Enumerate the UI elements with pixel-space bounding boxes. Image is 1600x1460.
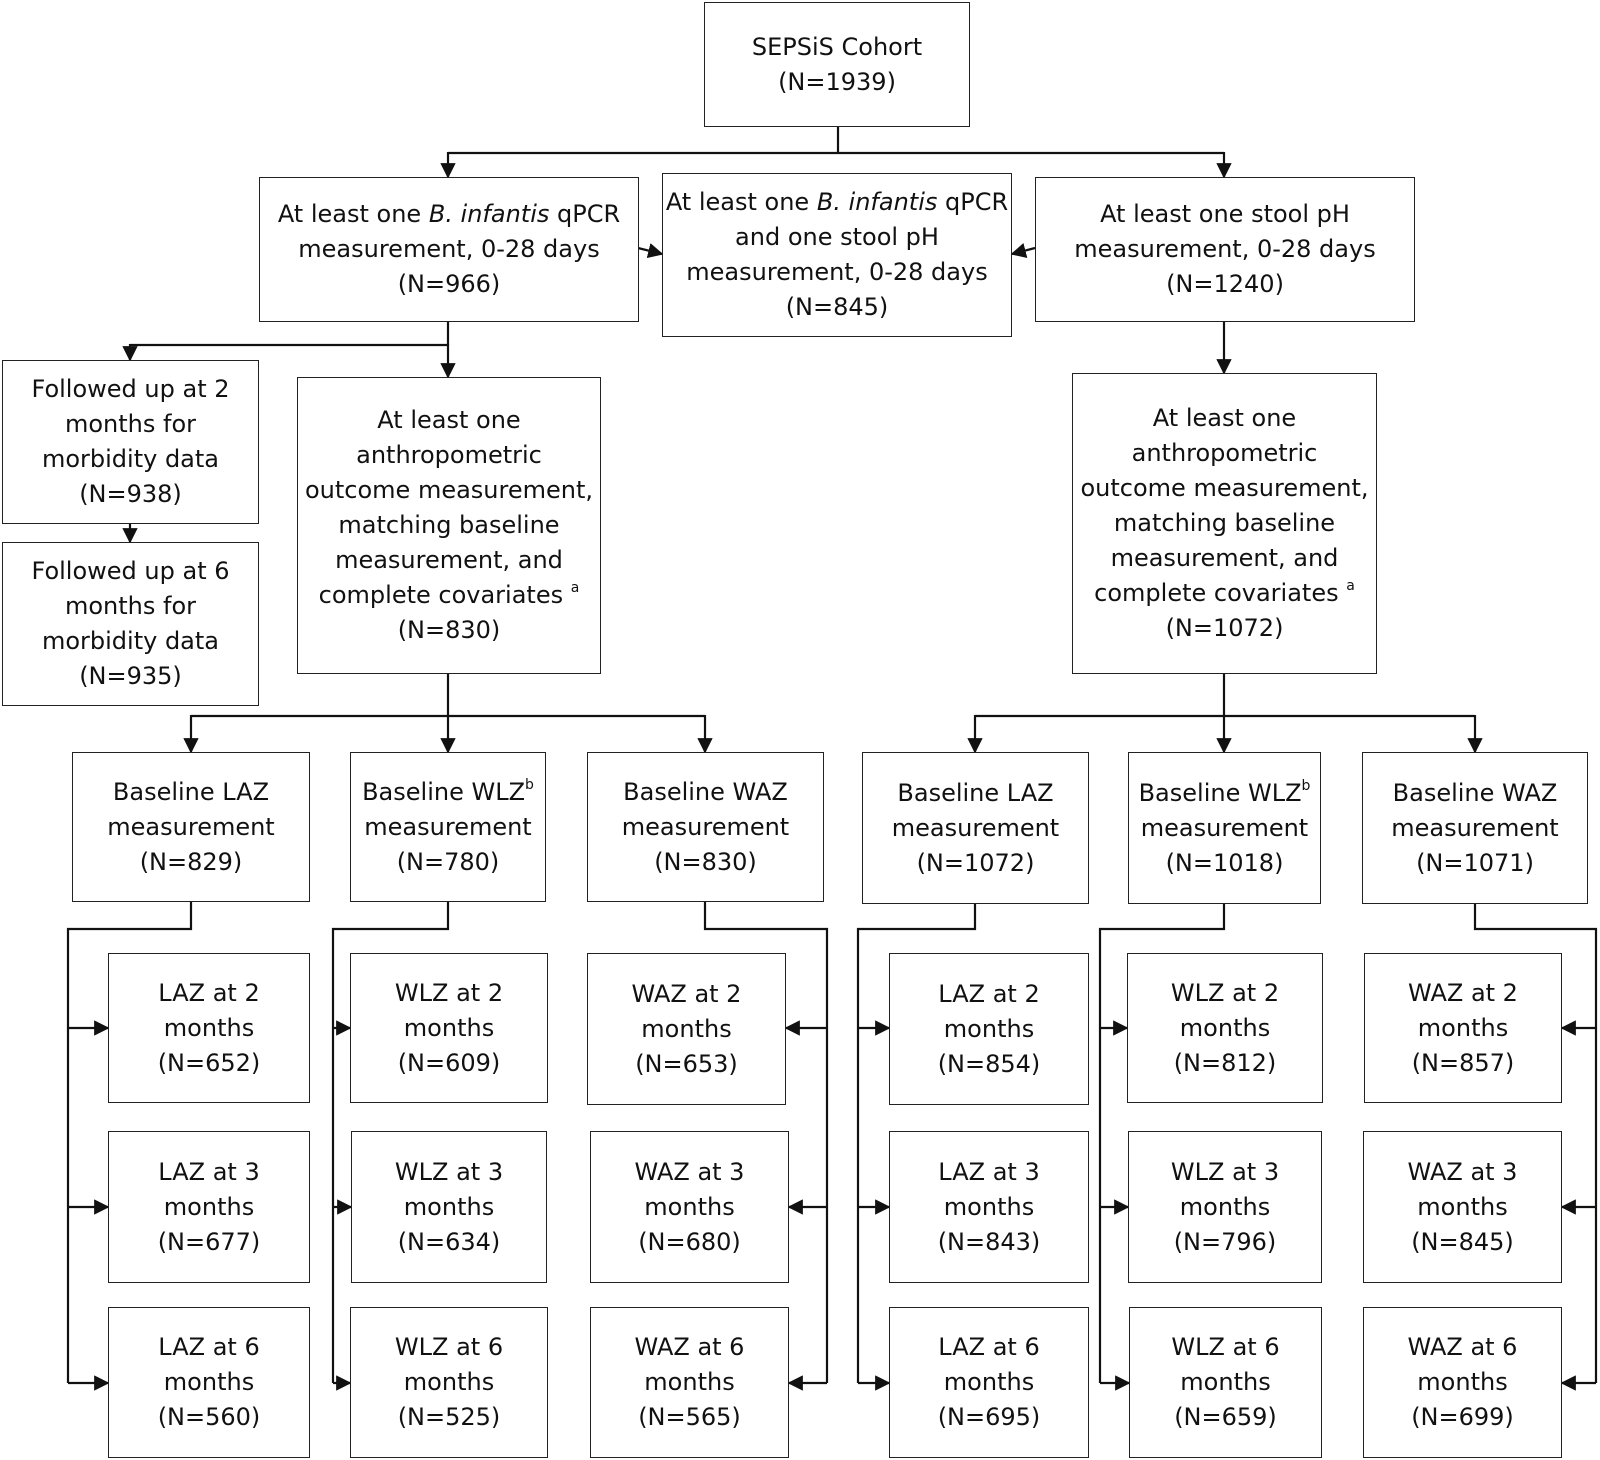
baseline-n: (N=1018) [1165, 848, 1284, 877]
qpcr-and-ph-box: At least one B. infantis qPCR and one st… [662, 173, 1012, 337]
fu2-line-1: Followed up at 2 [31, 375, 230, 403]
baseline-laz-left-box: Baseline LAZ measurement (N=829) [72, 752, 310, 902]
baseline-label: Baseline LAZ [112, 777, 270, 806]
anthroR-n: (N=1072) [1165, 614, 1284, 642]
sepsis-cohort-box: SEPSiS Cohort (N=1939) [704, 2, 970, 127]
baseline-line-2: measurement [1391, 813, 1559, 842]
anthroR-line: outcome measurement, [1080, 474, 1369, 502]
anthroL-line: At least one [377, 406, 521, 434]
fu6-line-3: morbidity data [41, 627, 220, 655]
fu6-line-2: months for [64, 592, 197, 620]
baseline-line-2: measurement [891, 813, 1060, 842]
anthropometric-right-box: At least one anthropometric outcome meas… [1072, 373, 1377, 674]
fu2-line-2: months for [64, 410, 197, 438]
fu6-n: (N=935) [79, 662, 182, 690]
qpcr-line-2: measurement, 0-28 days [298, 235, 600, 263]
baseline-line-2: measurement [621, 812, 790, 841]
anthroR-line: matching baseline [1113, 509, 1336, 537]
fu2-n: (N=938) [79, 480, 182, 508]
anthroL-line: measurement, and [335, 546, 563, 574]
baseline-line-2: measurement [1140, 813, 1309, 842]
qpcr-n: (N=966) [397, 270, 501, 298]
anthroR-line: measurement, and [1110, 544, 1339, 572]
baseline-line-2: measurement [364, 812, 532, 841]
qpcr-line-1: At least one B. infantis qPCR [277, 200, 621, 228]
cohort-n: (N=1939) [778, 67, 896, 96]
ph-n: (N=1240) [1166, 270, 1284, 298]
baseline-waz-left-box: Baseline WAZ measurement (N=830) [587, 752, 824, 902]
baseline-n: (N=1072) [916, 848, 1035, 877]
both-line-1: At least one B. infantis qPCR [665, 188, 1009, 216]
baseline-line-2: measurement [107, 812, 275, 841]
baseline-wlz-right-box: Baseline WLZb measurement (N=1018) [1128, 752, 1321, 904]
baseline-label: Baseline WLZb [1138, 777, 1311, 807]
anthroR-line: anthropometric [1131, 439, 1318, 467]
footnote-b: b [1301, 777, 1311, 794]
anthropometric-left-box: At least one anthropometric outcome meas… [297, 377, 601, 674]
baseline-n: (N=780) [396, 847, 500, 876]
baseline-label: Baseline WAZ [623, 777, 788, 806]
qpcr-box: At least one B. infantis qPCR measuremen… [259, 177, 639, 322]
baseline-n: (N=829) [139, 847, 243, 876]
followup-2-months-box: Followed up at 2 months for morbidity da… [2, 360, 259, 524]
footnote-a: a [570, 580, 580, 596]
anthroL-last-line: complete covariates a [318, 580, 580, 609]
ph-line-2: measurement, 0-28 days [1074, 235, 1376, 263]
anthroL-n: (N=830) [397, 616, 501, 644]
fu2-line-3: morbidity data [41, 445, 220, 473]
baseline-n: (N=830) [654, 847, 757, 876]
anthroL-line: matching baseline [338, 511, 560, 539]
stool-ph-box: At least one stool pH measurement, 0-28 … [1035, 177, 1415, 322]
both-line-2: and one stool pH [735, 223, 939, 251]
baseline-label: Baseline LAZ [897, 778, 1054, 807]
baseline-label: Baseline WAZ [1392, 778, 1558, 807]
followup-6-months-box: Followed up at 6 months for morbidity da… [2, 542, 259, 706]
anthroL-line: anthropometric [356, 441, 542, 469]
baseline-waz-right-box: Baseline WAZ measurement (N=1071) [1362, 752, 1588, 904]
fu6-line-1: Followed up at 6 [31, 557, 230, 585]
both-line-3: measurement, 0-28 days [686, 258, 988, 286]
both-n: (N=845) [785, 293, 889, 321]
anthroL-line: outcome measurement, [304, 476, 594, 504]
baseline-n: (N=1071) [1416, 848, 1534, 877]
footnote-b: b [525, 776, 534, 793]
baseline-laz-right-box: Baseline LAZ measurement (N=1072) [862, 752, 1089, 904]
ph-line-1: At least one stool pH [1100, 200, 1350, 228]
baseline-label: Baseline WLZb [362, 776, 534, 806]
footnote-a: a [1346, 578, 1355, 594]
cohort-title: SEPSiS Cohort [751, 32, 923, 61]
baseline-wlz-left-box: Baseline WLZb measurement (N=780) [350, 752, 546, 902]
anthroR-line: At least one [1152, 404, 1297, 432]
anthroR-last-line: complete covariates a [1094, 578, 1355, 607]
